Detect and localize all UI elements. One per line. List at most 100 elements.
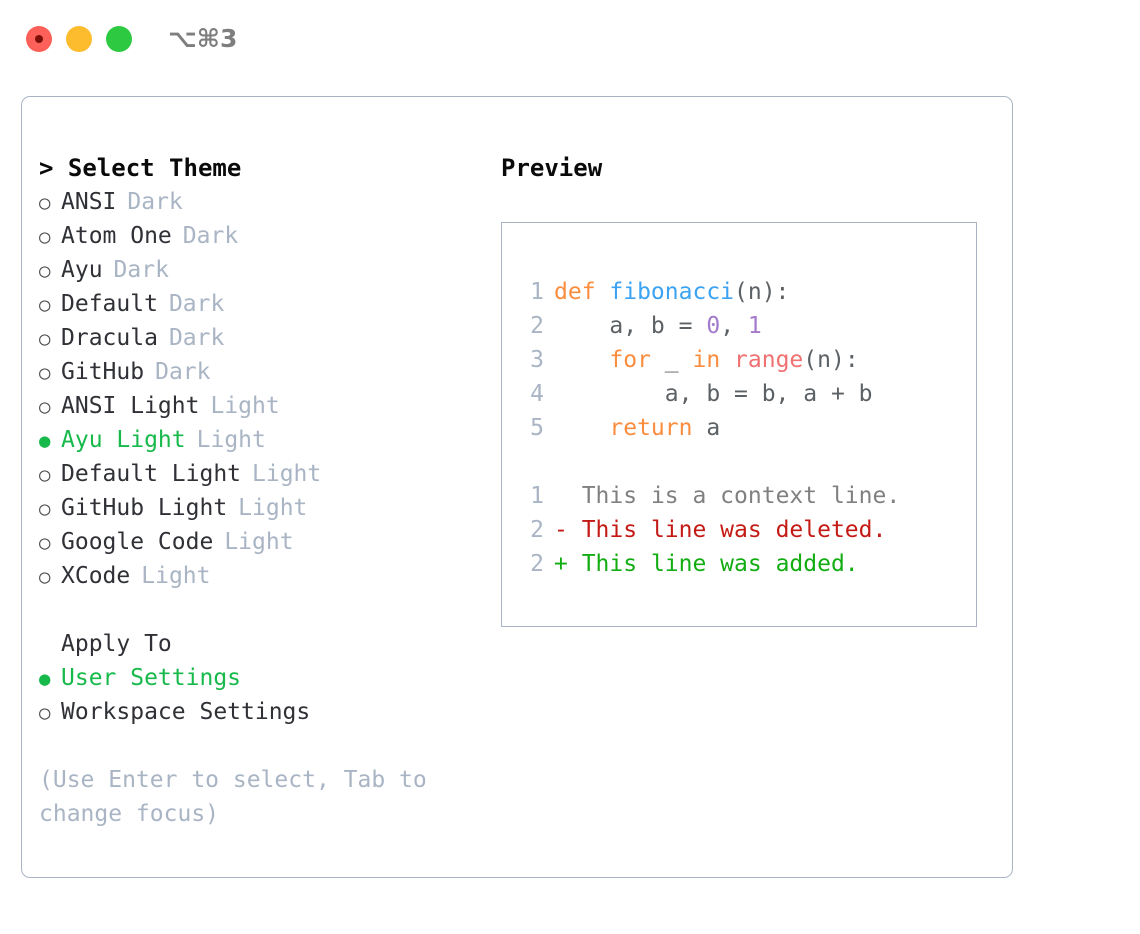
code-token: _: [650, 347, 693, 373]
line-number: 2: [530, 313, 544, 339]
code-diff-separator: [516, 445, 970, 479]
line-number: 2: [530, 517, 544, 543]
code-token: range: [734, 347, 804, 373]
code-line-text: for _ in range(n):: [554, 343, 859, 377]
code-token: (n):: [734, 279, 790, 305]
radio-selected-icon: ●: [39, 430, 51, 452]
theme-variant-badge: Dark: [168, 325, 225, 351]
theme-option-github[interactable]: ○ GitHub Dark: [39, 355, 479, 389]
theme-variant-badge: Light: [141, 563, 211, 589]
code-token: (n):: [803, 347, 859, 373]
line-number: 3: [530, 347, 544, 373]
diff-marker: [554, 479, 582, 513]
keyboard-shortcut-label: ⌥⌘3: [168, 24, 238, 53]
theme-variant-badge: Light: [224, 529, 294, 555]
radio-unselected-icon: ○: [39, 328, 51, 350]
minimize-window-button[interactable]: [66, 26, 92, 52]
radio-unselected-icon: ○: [39, 294, 51, 316]
radio-unselected-icon: ○: [39, 532, 51, 554]
diff-line-text: This line was added.: [581, 551, 859, 577]
code-token: in: [692, 347, 721, 373]
theme-option-label: Ayu Light: [61, 427, 186, 453]
recording-indicator-icon: [35, 35, 43, 43]
diff-line-text: This line was deleted.: [581, 517, 887, 543]
code-token: def: [554, 279, 610, 305]
apply-to-option-workspace-settings[interactable]: ○Workspace Settings: [39, 695, 479, 729]
code-line: 4 a, b = b, a + b: [516, 377, 970, 411]
code-token: a, b =: [554, 313, 707, 339]
line-number: 1: [530, 483, 544, 509]
diff-line: 2- This line was deleted.: [516, 513, 970, 547]
preview-title: Preview: [501, 154, 603, 182]
theme-option-label: Atom One: [61, 223, 172, 249]
diff-marker: -: [554, 517, 582, 543]
code-line: 2 a, b = 0, 1: [516, 309, 970, 343]
radio-unselected-icon: ○: [39, 498, 51, 520]
code-token: for: [609, 347, 651, 373]
theme-variant-badge: Dark: [127, 189, 183, 215]
code-line: 3 for _ in range(n):: [516, 343, 970, 377]
theme-option-label: Default Light: [61, 461, 242, 487]
theme-option-ayu-light[interactable]: ● Ayu Light Light: [39, 423, 479, 457]
line-number: 4: [530, 381, 544, 407]
apply-to-header: Apply To: [61, 631, 172, 657]
theme-variant-badge: Light: [252, 461, 322, 487]
radio-unselected-icon: ○: [39, 260, 51, 282]
line-number: 1: [530, 279, 544, 305]
theme-option-ayu[interactable]: ○ Ayu Dark: [39, 253, 479, 287]
radio-unselected-icon: ○: [39, 362, 51, 384]
theme-option-label: Dracula: [61, 325, 158, 351]
code-line-text: a, b = b, a + b: [554, 377, 873, 411]
code-token: [554, 415, 609, 441]
theme-variant-badge: Dark: [155, 359, 211, 385]
theme-option-xcode[interactable]: ○ XCode Light: [39, 559, 479, 593]
code-token: [720, 347, 734, 373]
diff-marker: +: [554, 551, 582, 577]
apply-to-option-user-settings[interactable]: ●User Settings: [39, 661, 479, 695]
theme-variant-badge: Dark: [113, 257, 169, 283]
radio-unselected-icon: ○: [39, 396, 51, 418]
zoom-window-button[interactable]: [106, 26, 132, 52]
code-line-text: a, b = 0, 1: [554, 309, 761, 343]
diff-line: 1 This is a context line.: [516, 479, 970, 513]
theme-option-label: Default: [61, 291, 158, 317]
code-line-text: return a: [554, 411, 720, 445]
theme-option-google-code[interactable]: ○ Google Code Light: [39, 525, 479, 559]
theme-option-label: ANSI: [61, 189, 117, 215]
theme-option-dracula[interactable]: ○ Dracula Dark: [39, 321, 479, 355]
theme-option-label: Ayu: [61, 257, 103, 283]
theme-option-label: ANSI Light: [61, 393, 200, 419]
radio-unselected-icon: ○: [39, 702, 51, 724]
code-token: ,: [720, 313, 748, 339]
code-token: a: [692, 415, 721, 441]
line-number: 2: [530, 551, 544, 577]
code-line-text: def fibonacci(n):: [554, 275, 789, 309]
theme-variant-badge: Dark: [182, 223, 239, 249]
radio-unselected-icon: ○: [39, 566, 51, 588]
code-token: [554, 347, 609, 373]
theme-option-label: XCode: [61, 563, 131, 589]
diff-line: 2 + This line was added.: [516, 547, 970, 581]
theme-option-label: GitHub: [61, 359, 145, 385]
code-token: return: [609, 415, 693, 441]
select-theme-header: > Select Theme: [39, 154, 242, 182]
theme-variant-badge: Light: [196, 427, 266, 453]
keyboard-hint-text: (Use Enter to select, Tab to change focu…: [39, 767, 441, 827]
line-number: 5: [530, 415, 544, 441]
diff-line-text: This is a context line.: [581, 483, 901, 509]
code-token: fibonacci: [609, 279, 735, 305]
apply-to-option-label: User Settings: [61, 665, 242, 691]
theme-option-label: Google Code: [61, 529, 214, 555]
